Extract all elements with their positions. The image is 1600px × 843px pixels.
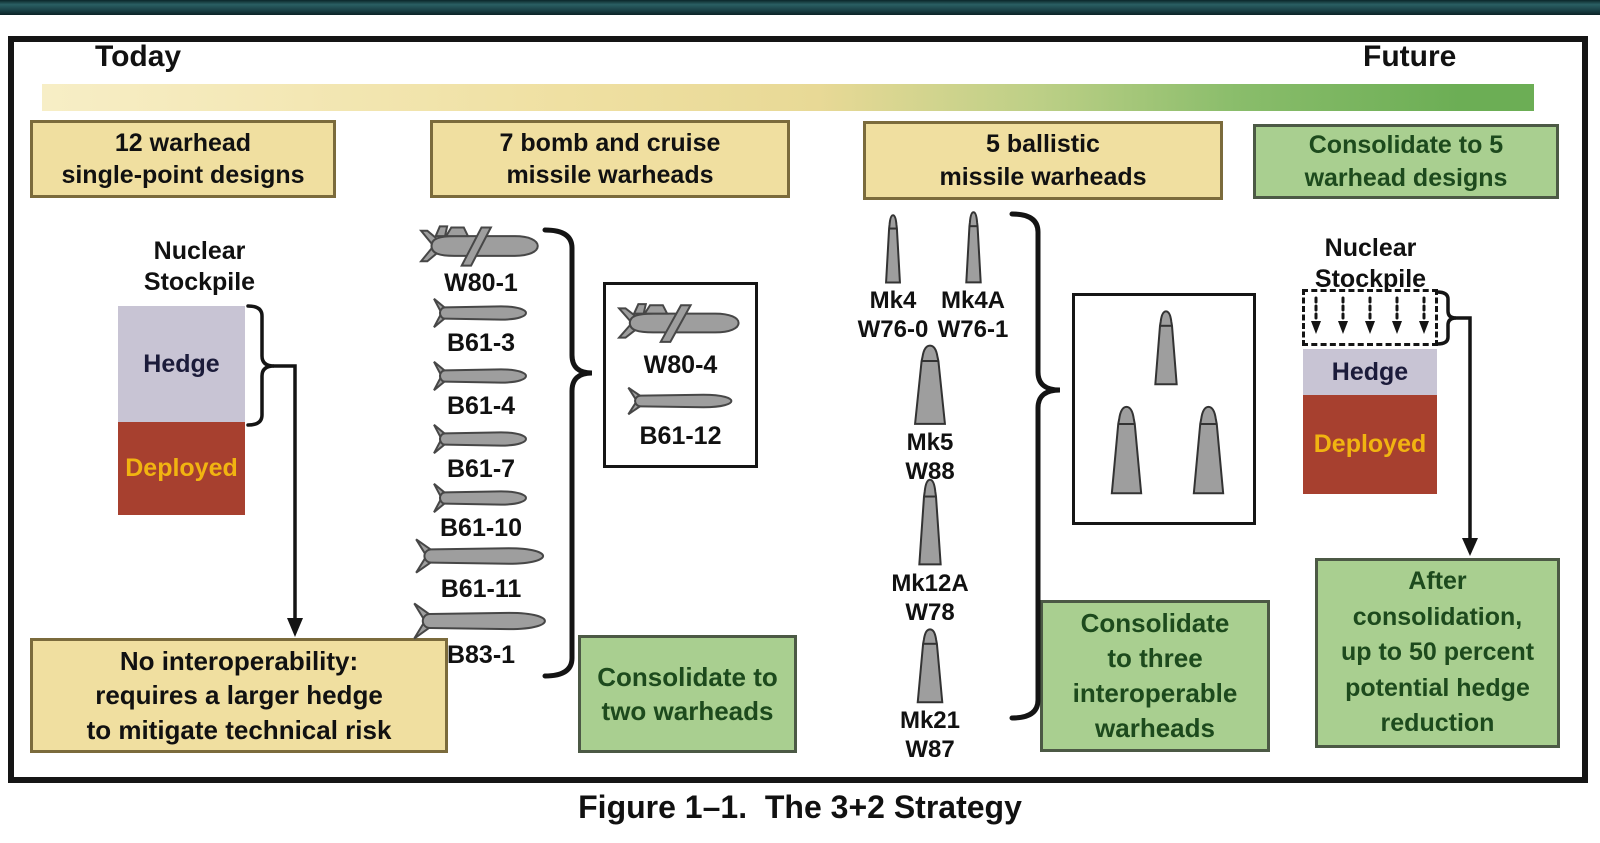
warhead-cone-icon bbox=[1146, 309, 1186, 389]
weapon-label: W80-4 bbox=[643, 350, 718, 379]
col4-deployed-label: Deployed bbox=[1313, 430, 1427, 458]
col1-header-box: 12 warhead single-point designs bbox=[30, 120, 336, 198]
warhead-item: Mk5 W88 bbox=[885, 343, 975, 487]
col4-hedge-block: Hedge bbox=[1303, 349, 1437, 395]
col3-consolidated-box bbox=[1072, 293, 1256, 525]
figure-caption: Figure 1–1. The 3+2 Strategy bbox=[578, 789, 1022, 825]
col1-hedge-block: Hedge bbox=[118, 306, 245, 422]
warhead-cone-icon bbox=[1099, 404, 1154, 499]
warhead-item: Mk21 W87 bbox=[885, 627, 975, 765]
weapon-item: B83-1 bbox=[396, 600, 566, 670]
warhead-cone-icon bbox=[1181, 404, 1236, 499]
bomb-icon bbox=[431, 481, 531, 515]
warhead-item: Mk12A W78 bbox=[885, 477, 975, 628]
col3-result-box: Consolidate to three interoperable warhe… bbox=[1040, 600, 1270, 752]
window-top-bar bbox=[0, 0, 1600, 15]
col1-note-box: No interoperability: requires a larger h… bbox=[30, 638, 448, 753]
col1-deployed-label: Deployed bbox=[125, 454, 238, 482]
weapon-item: B61-4 bbox=[396, 359, 566, 421]
bomb-icon bbox=[625, 385, 737, 417]
warhead-item: Mk4 W76-0 bbox=[848, 213, 938, 345]
col4-hedge-label: Hedge bbox=[1331, 357, 1409, 386]
col2-result-box: Consolidate to two warheads bbox=[578, 635, 797, 753]
weapon-label: B61-12 bbox=[639, 422, 722, 450]
warhead-cone-icon bbox=[907, 627, 953, 707]
weapon-label: W80-1 bbox=[444, 269, 518, 297]
warhead-cone-icon bbox=[880, 213, 906, 287]
col3-header-box: 5 ballistic missile warheads bbox=[863, 121, 1223, 200]
warhead-label: Mk4 W76-0 bbox=[857, 287, 929, 343]
col4-stockpile-label: Nuclear Stockpile bbox=[1314, 234, 1427, 293]
weapon-item: B61-7 bbox=[396, 422, 566, 484]
timeline-gradient-bar bbox=[42, 84, 1534, 111]
col2-consolidated-box: W80-4 B61-12 bbox=[603, 282, 758, 468]
warhead-label: Mk5 W88 bbox=[905, 429, 955, 485]
weapon-label: B61-3 bbox=[446, 329, 516, 357]
bomb-icon bbox=[431, 296, 531, 330]
col2-header-box: 7 bomb and cruise missile warheads bbox=[430, 120, 790, 198]
bomb-icon bbox=[410, 600, 552, 642]
weapon-item: B61-3 bbox=[396, 296, 566, 358]
cruise-missile-icon bbox=[419, 222, 544, 270]
cruise-missile-icon bbox=[617, 300, 745, 346]
warhead-item: Mk4A W76-1 bbox=[928, 210, 1018, 345]
bomb-icon bbox=[431, 359, 531, 393]
weapon-label: B83-1 bbox=[446, 641, 516, 669]
col1-stockpile-label: Nuclear Stockpile bbox=[143, 237, 256, 296]
warhead-label: Mk4A W76-1 bbox=[937, 287, 1009, 343]
col4-result-box: After consolidation, up to 50 percent po… bbox=[1315, 558, 1560, 748]
weapon-item: W80-1 bbox=[396, 222, 566, 298]
weapon-item: B61-11 bbox=[396, 536, 566, 604]
col4-reduction-dashed-box bbox=[1302, 289, 1438, 346]
weapon-label: B61-10 bbox=[440, 514, 522, 542]
weapon-label: B61-4 bbox=[446, 392, 516, 420]
warhead-cone-icon bbox=[960, 210, 987, 287]
col4-deployed-block: Deployed bbox=[1303, 395, 1437, 494]
bomb-icon bbox=[412, 536, 550, 576]
warhead-label: Mk21 W87 bbox=[899, 707, 961, 763]
weapon-label: B61-11 bbox=[440, 575, 522, 603]
warhead-cone-icon bbox=[902, 343, 958, 429]
today-label: Today bbox=[95, 40, 182, 73]
col4-header-box: Consolidate to 5 warhead designs bbox=[1253, 124, 1559, 199]
warhead-label: Mk12A W78 bbox=[891, 570, 969, 626]
future-label: Future bbox=[1363, 40, 1457, 73]
weapon-label: B61-7 bbox=[446, 455, 516, 483]
weapon-item: B61-10 bbox=[396, 481, 566, 543]
col1-deployed-block: Deployed bbox=[118, 422, 245, 515]
bomb-icon bbox=[431, 422, 531, 456]
warhead-cone-icon bbox=[910, 477, 950, 570]
col1-hedge-label: Hedge bbox=[143, 349, 220, 378]
